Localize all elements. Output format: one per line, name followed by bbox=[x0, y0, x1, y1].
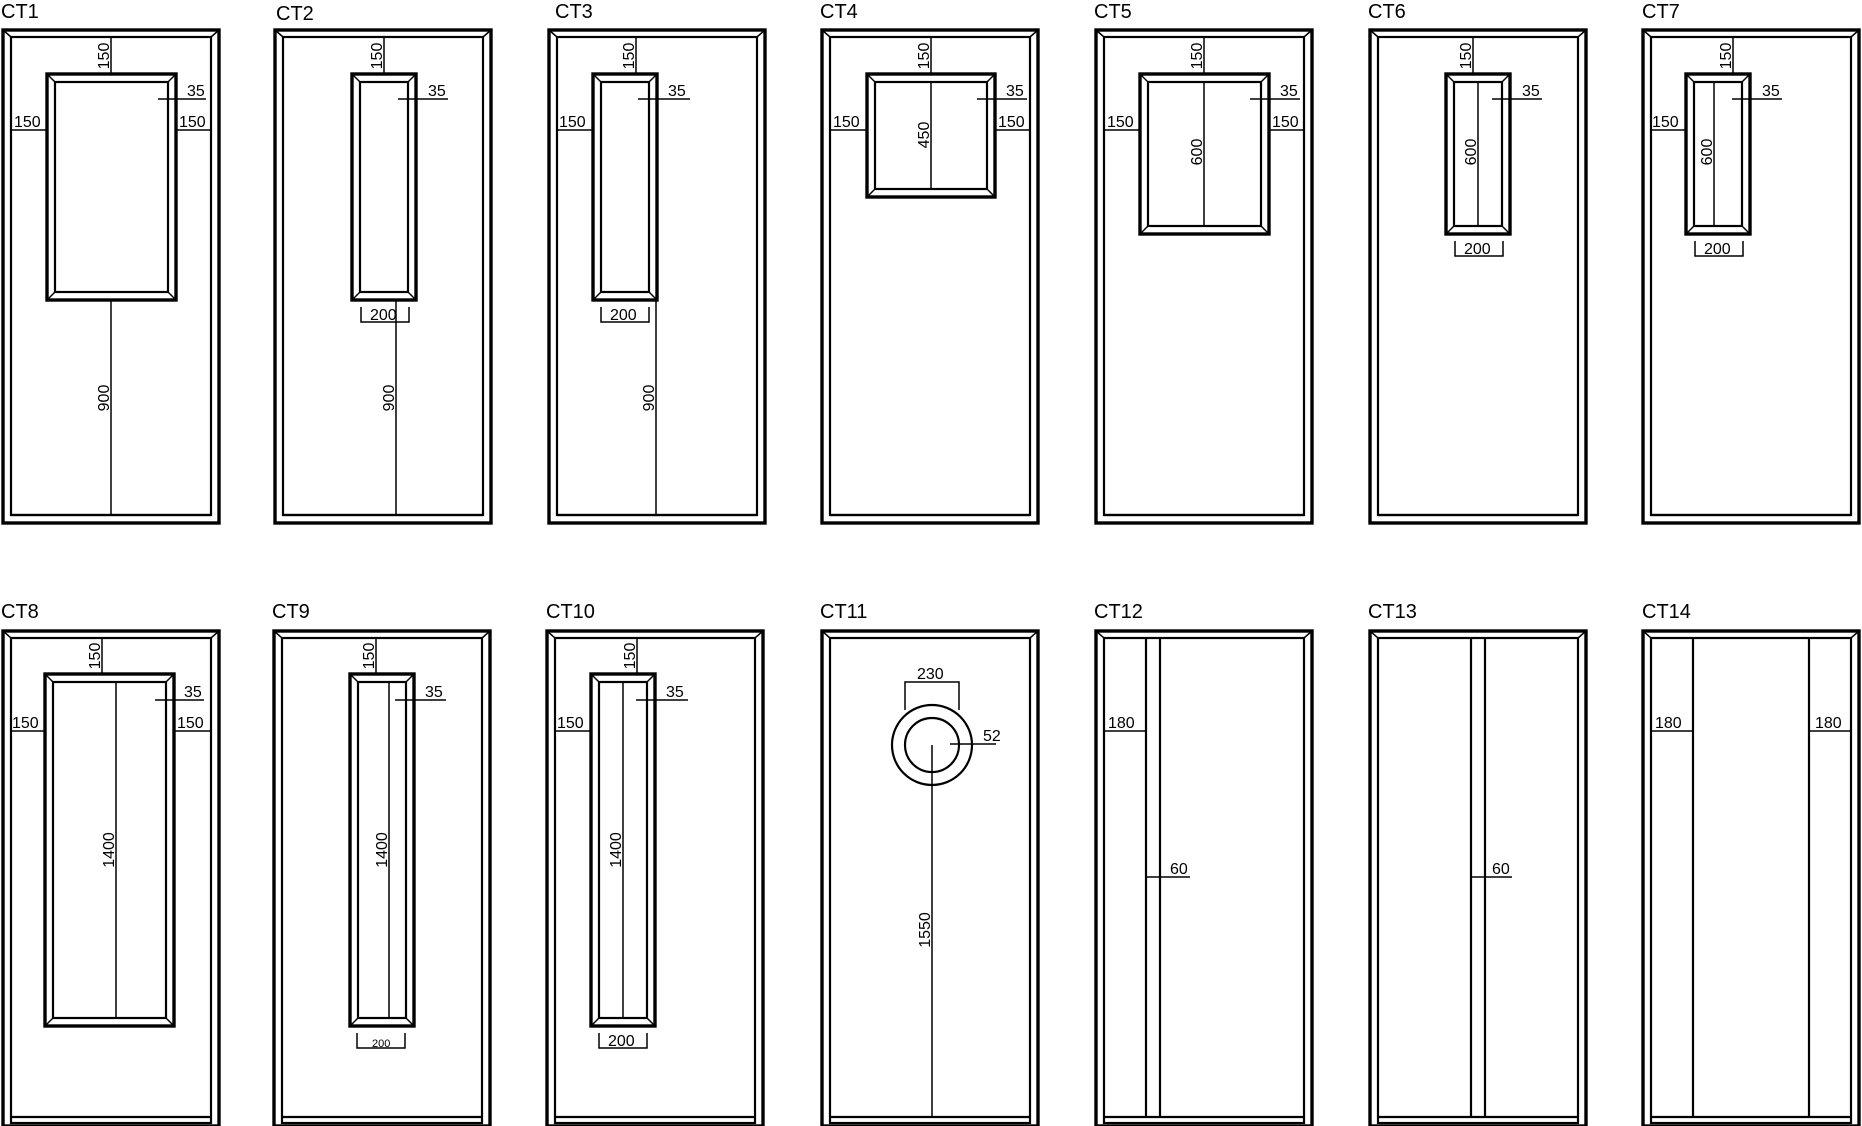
door-title-ct8: CT8 bbox=[1, 601, 39, 623]
door-title-ct1: CT1 bbox=[1, 1, 39, 23]
dim-ring: 52 bbox=[983, 728, 1001, 745]
dim-right: 150 bbox=[177, 715, 204, 732]
dim-top: 150 bbox=[1189, 43, 1206, 70]
dim-width: 200 bbox=[608, 1033, 635, 1050]
door-frame-outer bbox=[1, 28, 221, 525]
dim-right: 150 bbox=[998, 114, 1025, 131]
door-ct5: CT5 150 35 150 150 600 bbox=[1094, 1, 1314, 525]
dim-diameter: 230 bbox=[917, 666, 944, 683]
door-ct2: CT2 150 35 200 900 bbox=[273, 3, 493, 525]
door-ct7: CT7 150 35 150 200 600 bbox=[1641, 1, 1861, 525]
dim-left: 180 bbox=[1655, 715, 1682, 732]
door-ct6: CT6 150 35 200 600 bbox=[1368, 1, 1588, 525]
door-title-ct3: CT3 bbox=[555, 1, 593, 23]
dim-height: 900 bbox=[96, 385, 113, 412]
dim-offset: 180 bbox=[1108, 715, 1135, 732]
door-ct13: CT13 60 bbox=[1368, 601, 1588, 1126]
dim-top: 150 bbox=[1458, 43, 1475, 70]
dim-frame: 35 bbox=[184, 684, 202, 701]
glass-panel-outer bbox=[1684, 72, 1752, 236]
door-ct9: CT9 150 35 200 1400 bbox=[272, 601, 492, 1126]
dim-top: 150 bbox=[916, 43, 933, 70]
dim-frame: 35 bbox=[668, 83, 686, 100]
door-title-ct4: CT4 bbox=[820, 1, 858, 23]
door-ct12: CT12 180 60 bbox=[1094, 601, 1314, 1126]
door-title-ct6: CT6 bbox=[1368, 1, 1406, 23]
door-ct3: CT3 150 35 150 200 900 bbox=[547, 1, 767, 525]
door-ct8: CT8 150 35 150 150 1400 bbox=[1, 601, 221, 1126]
dim-frame: 35 bbox=[425, 684, 443, 701]
dim-frame: 35 bbox=[666, 684, 684, 701]
dim-height: 1400 bbox=[101, 832, 118, 868]
dim-height: 600 bbox=[1463, 139, 1480, 166]
glass-panel-outer bbox=[589, 672, 657, 1028]
dim-strip: 60 bbox=[1170, 861, 1188, 878]
dim-top: 150 bbox=[87, 643, 104, 670]
dim-width: 200 bbox=[1464, 241, 1491, 258]
dim-frame: 35 bbox=[1522, 83, 1540, 100]
door-ct11: CT11 230 52 1550 bbox=[820, 601, 1040, 1126]
dim-width: 200 bbox=[372, 1038, 390, 1050]
door-title-ct14: CT14 bbox=[1642, 601, 1691, 623]
dim-top: 150 bbox=[361, 643, 378, 670]
dim-strip: 60 bbox=[1492, 861, 1510, 878]
dim-left: 150 bbox=[12, 715, 39, 732]
dim-top: 150 bbox=[369, 43, 386, 70]
door-ct10: CT10 150 35 150 200 1400 bbox=[545, 601, 765, 1126]
dim-top: 150 bbox=[621, 43, 638, 70]
dim-width: 200 bbox=[610, 307, 637, 324]
dim-height: 1400 bbox=[608, 832, 625, 868]
dim-width: 200 bbox=[1704, 241, 1731, 258]
dim-height: 900 bbox=[381, 385, 398, 412]
door-title-ct12: CT12 bbox=[1094, 601, 1143, 623]
dim-height: 600 bbox=[1699, 139, 1716, 166]
door-ct1: CT1 150 35 150 150 900 bbox=[1, 1, 221, 525]
dim-left: 150 bbox=[833, 114, 860, 131]
door-title-ct5: CT5 bbox=[1094, 1, 1132, 23]
dim-frame: 35 bbox=[187, 83, 205, 100]
dim-right: 150 bbox=[179, 114, 206, 131]
dim-left: 150 bbox=[1107, 114, 1134, 131]
dim-top: 150 bbox=[1718, 43, 1735, 70]
dim-frame: 35 bbox=[428, 83, 446, 100]
dim-right: 150 bbox=[1272, 114, 1299, 131]
door-ct14: CT14 180 180 bbox=[1641, 601, 1861, 1126]
glass-panel-outer bbox=[591, 72, 659, 302]
dim-frame: 35 bbox=[1280, 83, 1298, 100]
door-title-ct11: CT11 bbox=[820, 601, 867, 623]
glass-panel-outer bbox=[1444, 72, 1512, 236]
dim-top: 150 bbox=[622, 643, 639, 670]
dim-left: 150 bbox=[14, 114, 41, 131]
door-title-ct10: CT10 bbox=[546, 601, 595, 623]
dim-width: 200 bbox=[370, 307, 397, 324]
door-title-ct7: CT7 bbox=[1642, 1, 1680, 23]
dim-height: 600 bbox=[1189, 139, 1206, 166]
door-title-ct9: CT9 bbox=[272, 601, 310, 623]
glass-panel-outer bbox=[350, 72, 418, 302]
dim-height: 1550 bbox=[917, 912, 934, 948]
dim-right: 180 bbox=[1815, 715, 1842, 732]
door-title-ct13: CT13 bbox=[1368, 601, 1417, 623]
glass-panel-inner bbox=[53, 80, 170, 294]
glass-panel-outer bbox=[348, 672, 416, 1028]
dim-height: 900 bbox=[641, 385, 658, 412]
door-ct4: CT4 150 35 150 150 450 bbox=[820, 1, 1040, 525]
dim-frame: 35 bbox=[1762, 83, 1780, 100]
glass-panel-outer bbox=[45, 72, 178, 302]
dim-top: 150 bbox=[96, 43, 113, 70]
dim-left: 150 bbox=[1652, 114, 1679, 131]
dim-left: 150 bbox=[557, 715, 584, 732]
glass-panel-outer bbox=[43, 672, 176, 1028]
dim-frame: 35 bbox=[1006, 83, 1024, 100]
door-title-ct2: CT2 bbox=[276, 3, 314, 25]
dim-height: 450 bbox=[916, 122, 933, 149]
dim-left: 150 bbox=[559, 114, 586, 131]
dim-height: 1400 bbox=[374, 832, 391, 868]
